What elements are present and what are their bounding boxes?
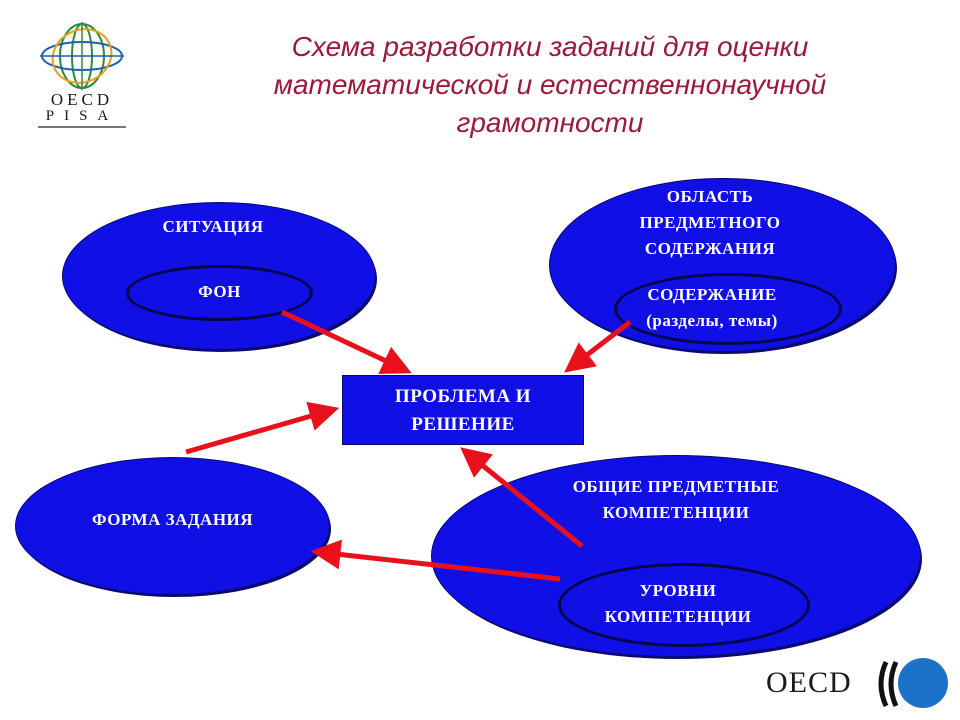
competency-levels-inner-oval: [558, 563, 810, 647]
background-label: ФОН: [198, 282, 241, 301]
arrow-background-to-problem: [280, 309, 412, 374]
competency-levels-line-1: УРОВНИ: [639, 581, 717, 600]
competencies-line-1: ОБЩИЕ ПРЕДМЕТНЫЕ: [572, 477, 780, 496]
title-line-1: Схема разработки заданий для оценки: [291, 31, 809, 62]
content-area-line-3: СОДЕРЖАНИЯ: [644, 239, 776, 258]
problem-solution-line-1: ПРОБЛЕМА И: [394, 386, 532, 407]
content-inner-label: СОДЕРЖАНИЕ (разделы, темы): [614, 282, 810, 334]
competency-levels-label: УРОВНИ КОМПЕТЕНЦИИ: [558, 578, 798, 630]
task-form-label: ФОРМА ЗАДАНИЯ: [91, 510, 254, 529]
globe-icon: [40, 22, 124, 90]
competency-levels-line-2: КОМПЕТЕНЦИИ: [604, 607, 752, 626]
problem-solution-box: [342, 375, 584, 445]
arrow-content-to-problem: [564, 320, 632, 373]
oecd-brackets-icon: [878, 660, 899, 708]
content-area-label: ОБЛАСТЬ ПРЕДМЕТНОГО СОДЕРЖАНИЯ: [560, 184, 860, 262]
competencies-label: ОБЩИЕ ПРЕДМЕТНЫЕ КОМПЕТЕНЦИИ: [432, 474, 920, 526]
content-area-line-2: ПРЕДМЕТНОГО: [639, 213, 781, 232]
problem-solution-line-2: РЕШЕНИЕ: [411, 414, 515, 435]
content-inner-line-2: (разделы, темы): [646, 311, 778, 330]
content-inner-line-1: СОДЕРЖАНИЕ: [647, 285, 777, 304]
content-inner-oval: [614, 273, 842, 345]
arrow-levels-to-taskform: [310, 539, 561, 582]
slide-title: Схема разработки заданий для оценки мате…: [190, 28, 910, 142]
task-form-oval: [16, 458, 329, 594]
oecd-logo-text: OECD: [766, 666, 852, 699]
title-line-3: грамотности: [456, 107, 644, 138]
problem-solution-label: ПРОБЛЕМА И РЕШЕНИЕ: [342, 383, 584, 439]
background-inner-oval: [126, 265, 313, 321]
situation-label: СИТУАЦИЯ: [162, 217, 264, 236]
logo-text-oecd: OECD: [50, 90, 114, 109]
content-area-line-1: ОБЛАСТЬ: [666, 187, 754, 206]
logo-text-pisa: PISA: [45, 108, 119, 124]
oecd-circle-icon: [898, 658, 948, 708]
title-line-2: математической и естественнонаучной: [273, 69, 827, 100]
oecd-logo: OECD: [760, 656, 950, 712]
oecd-pisa-logo: OECD PISA: [32, 18, 132, 130]
arrow-competencies-to-problem: [460, 447, 584, 548]
logo-underline: [38, 126, 126, 128]
arrow-taskform-to-problem: [185, 401, 340, 455]
competencies-line-2: КОМПЕТЕНЦИИ: [602, 503, 750, 522]
